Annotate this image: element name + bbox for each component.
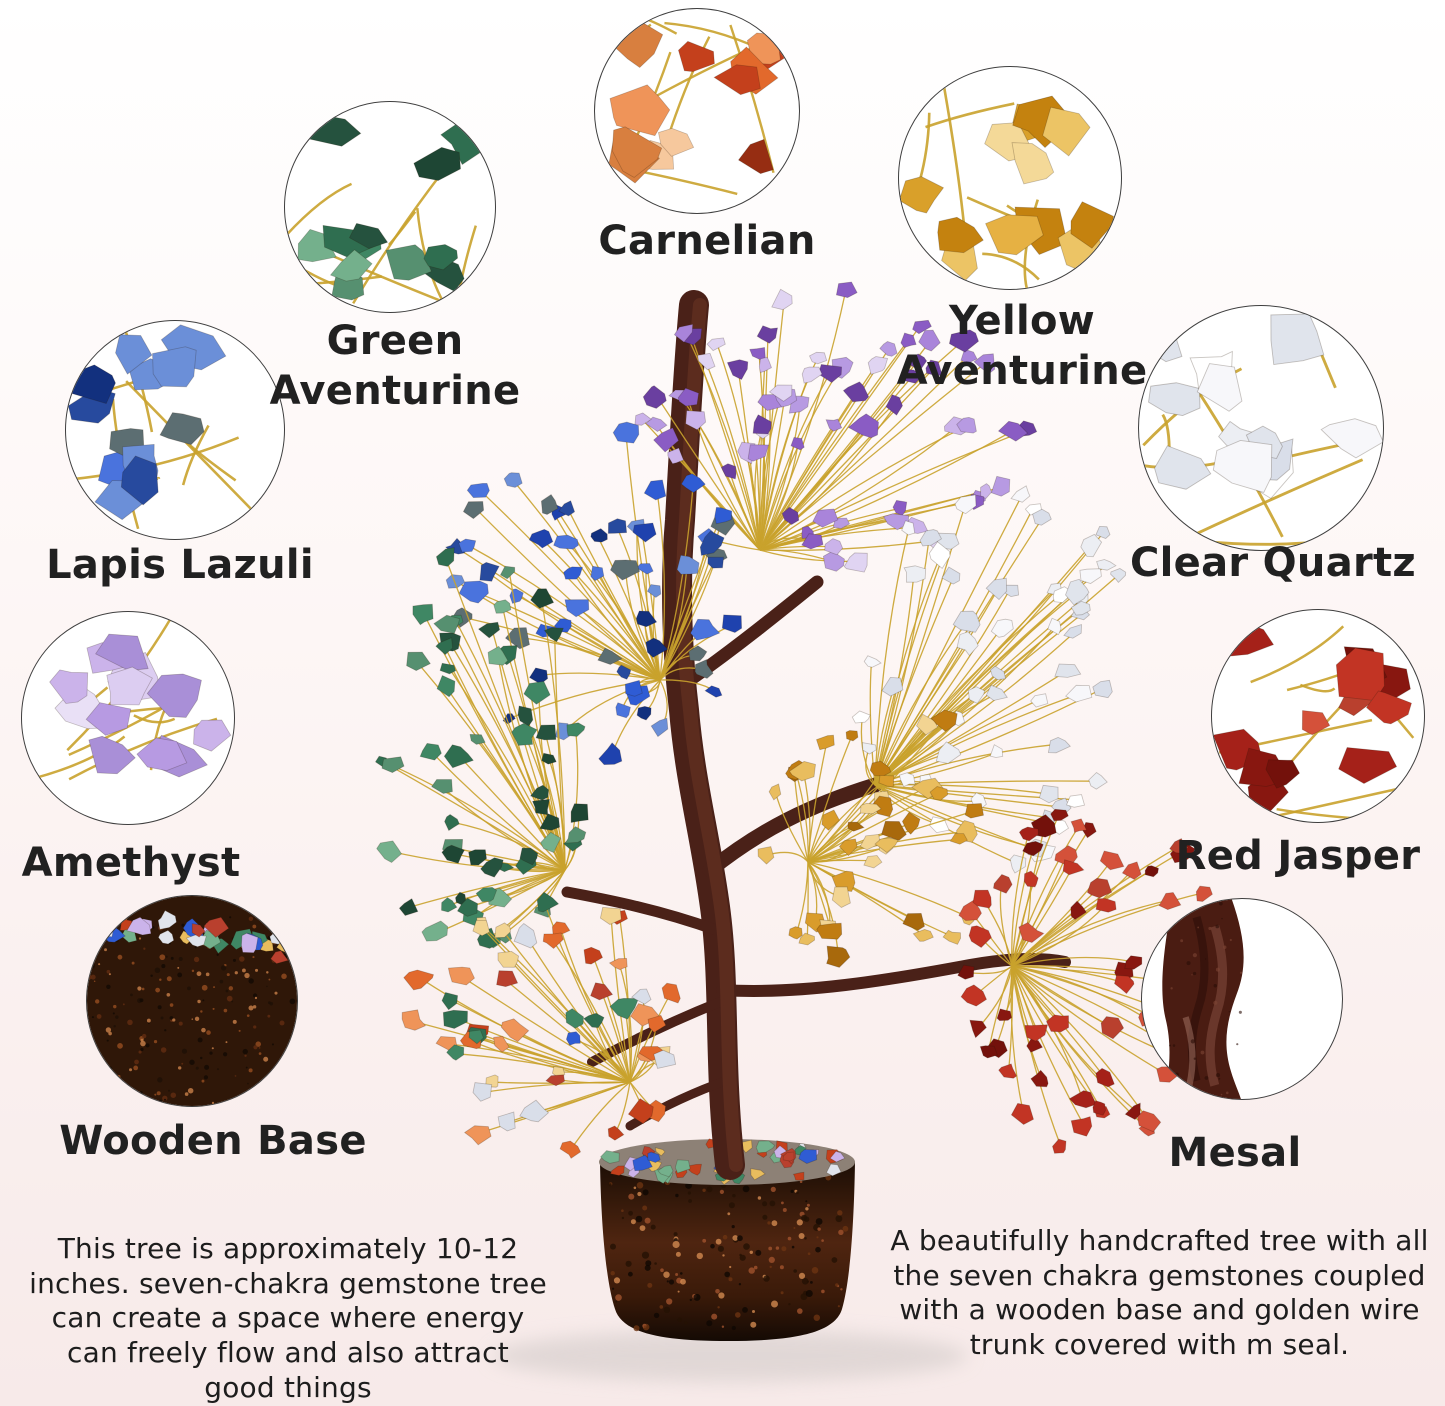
lapis-gems-svg xyxy=(66,324,261,530)
green-aventurine-photo xyxy=(284,101,496,313)
lapis-lazuli-label: Lapis Lazuli xyxy=(46,542,314,588)
carnelian-photo xyxy=(594,8,800,214)
red-jasper-label: Red Jasper xyxy=(1175,833,1421,879)
wooden-base-photo xyxy=(86,895,298,1107)
left-description: This tree is approximately 10-12 inches.… xyxy=(29,1232,547,1404)
amethyst-gems-svg xyxy=(34,615,232,781)
clear-quartz-photo xyxy=(1138,305,1384,551)
green-aventurine-label: Green Aventurine xyxy=(269,318,521,415)
red-jasper-gems-svg xyxy=(1212,621,1420,822)
carnelian-gems-svg xyxy=(605,11,792,196)
gemstone-tree-image xyxy=(374,281,1220,1382)
amethyst-photo xyxy=(21,611,235,825)
clear-quartz-gems-svg xyxy=(1142,313,1383,546)
wooden-base-closeup-svg xyxy=(87,896,297,1106)
right-description: A beautifully handcrafted tree with all … xyxy=(890,1224,1429,1362)
yellow-aventurine-photo xyxy=(898,66,1122,290)
gem-foliage xyxy=(374,281,1220,1159)
green-aventurine-gems-svg xyxy=(285,115,494,312)
yellow-aventurine-gems-svg xyxy=(899,82,1117,289)
mesal-label: Mesal xyxy=(1168,1130,1302,1176)
red-jasper-photo xyxy=(1211,609,1425,823)
carnelian-label: Carnelian xyxy=(598,218,816,264)
mesal-photo xyxy=(1141,898,1343,1100)
yellow-aventurine-label: Yellow Aventurine xyxy=(896,298,1148,395)
clear-quartz-label: Clear Quartz xyxy=(1129,540,1417,586)
mesal-trunk-closeup-svg xyxy=(1162,899,1244,1099)
tree-trunk xyxy=(561,290,1071,1180)
amethyst-label: Amethyst xyxy=(21,840,241,886)
tree-shadow xyxy=(492,1330,968,1382)
lapis-lazuli-photo xyxy=(65,320,285,540)
wooden-base-label: Wooden Base xyxy=(59,1118,367,1164)
